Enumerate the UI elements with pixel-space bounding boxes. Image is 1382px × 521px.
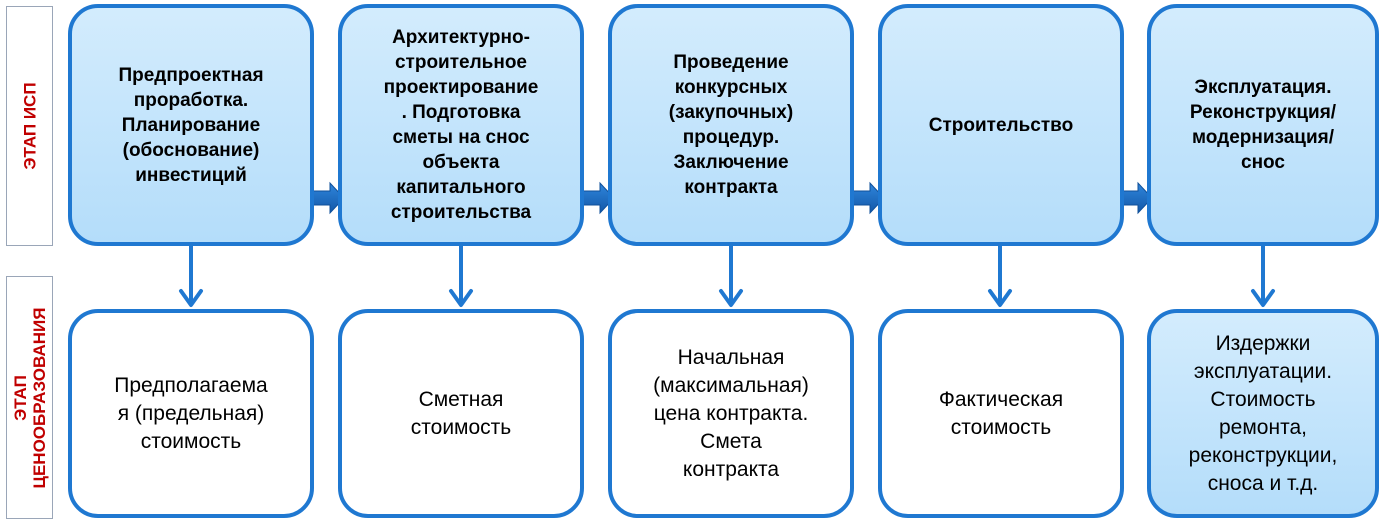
stage-text-5: Эксплуатация. Реконструкция/модернизация/…: [1190, 75, 1336, 175]
text-line-1: Архитектурно-: [392, 27, 530, 48]
down-arrow-icon-2: [449, 246, 473, 307]
text-line-3: модернизация/: [1191, 127, 1335, 148]
text-line-3: стоимость: [140, 429, 242, 453]
text-line-3: Планирование: [121, 114, 261, 136]
text-line-6: объекта: [422, 152, 500, 173]
down-arrow-icon-3: [719, 246, 743, 307]
text-line-5: Заключение: [673, 152, 789, 173]
text-line-1: Фактическая: [938, 387, 1064, 411]
text-line-1: Предпроектная: [118, 64, 264, 86]
right-arrow-icon-2: [581, 181, 615, 215]
text-line-5: реконструкции,: [1188, 443, 1338, 467]
text-line-2: строительное: [394, 52, 528, 73]
text-line-3: цена контракта.: [653, 401, 809, 425]
text-line-5: сметы на снос: [392, 127, 530, 148]
cost-text-1: Предполагаема я (предельная) стоимость: [114, 372, 267, 456]
pricing-row-label-frame: ЭТАП ЦЕНООБРАЗОВАНИЯ: [6, 276, 53, 519]
stage-text-3: Проведение конкурсных (закупочных) процедур…: [669, 50, 793, 200]
text-line-2: эксплуатации.: [1193, 359, 1333, 383]
cost-text-4: Фактическая стоимость: [939, 386, 1063, 442]
text-line-3: (закупочных): [668, 102, 794, 123]
text-line-1: Предполагаема: [114, 373, 268, 397]
text-line-4: Смета: [700, 429, 762, 453]
text-line-6: сноса и т.д.: [1207, 471, 1319, 495]
text-line-2: я (предельная): [117, 401, 265, 425]
text-line-5: инвестиций: [135, 164, 247, 186]
cost-box-2: Сметная стоимость: [338, 309, 584, 518]
text-line-4: (обоснование): [122, 139, 260, 161]
text-line-8: строительства: [390, 202, 532, 223]
text-line-1: Проведение: [673, 52, 789, 73]
stage-text-4: Строительство: [929, 113, 1073, 138]
text-line-4: процедур.: [682, 127, 780, 148]
text-line-1: Начальная: [677, 345, 785, 369]
text-line-7: капитального: [396, 177, 526, 198]
text-line-2: (максимальная): [653, 373, 809, 397]
stage-row-label-frame: ЭТАП ИСП: [6, 6, 53, 246]
text-line-1: Эксплуатация.: [1194, 77, 1332, 98]
stage-text-1: Предпроектная проработка. Планирование (обо…: [118, 63, 263, 188]
cost-text-3: Начальная (максимальная) цена контракта. См…: [653, 344, 809, 484]
text-line-4: ремонта,: [1219, 415, 1307, 439]
text-line-6: контракта: [684, 177, 778, 198]
stage-box-2: Архитектурно-строительное проектирование.…: [338, 4, 584, 246]
stage-box-3: Проведение конкурсных (закупочных) процедур…: [608, 4, 854, 246]
text-line-2: стоимость: [950, 415, 1052, 439]
stage-box-4: Строительство: [878, 4, 1124, 246]
text-line-1: Издержки: [1215, 331, 1311, 355]
cost-box-5: Издержки эксплуатации. Стоимость ремонта, ре…: [1147, 309, 1379, 518]
text-line-5: контракта: [682, 457, 780, 481]
text-line-2: стоимость: [410, 415, 512, 439]
text-line-4: снос: [1241, 152, 1285, 173]
text-line-2: проработка.: [133, 89, 249, 111]
text-line-2: конкурсных: [674, 77, 788, 98]
down-arrow-icon-1: [179, 246, 203, 307]
down-arrow-icon-5: [1251, 246, 1275, 307]
text-line-1: Сметная: [418, 387, 504, 411]
cost-box-3: Начальная (максимальная) цена контракта. См…: [608, 309, 854, 518]
cost-text-5: Издержки эксплуатации. Стоимость ремонта, ре…: [1189, 330, 1338, 498]
stage-box-1: Предпроектная проработка. Планирование (обо…: [68, 4, 314, 246]
right-arrow-icon-1: [311, 181, 345, 215]
cost-text-2: Сметная стоимость: [411, 386, 511, 442]
down-arrow-icon-4: [988, 246, 1012, 307]
stage-box-5: Эксплуатация. Реконструкция/модернизация/…: [1147, 4, 1379, 246]
right-arrow-icon-3: [851, 181, 885, 215]
stage-text-2: Архитектурно-строительное проектирование.…: [384, 25, 539, 225]
cost-box-4: Фактическая стоимость: [878, 309, 1124, 518]
text-line-1: Строительство: [928, 114, 1074, 136]
text-line-4: . Подготовка: [401, 102, 521, 123]
cost-box-1: Предполагаема я (предельная) стоимость: [68, 309, 314, 518]
text-line-2: Реконструкция/: [1189, 102, 1337, 123]
text-line-3: проектирование: [383, 77, 539, 98]
text-line-3: Стоимость: [1210, 387, 1316, 411]
